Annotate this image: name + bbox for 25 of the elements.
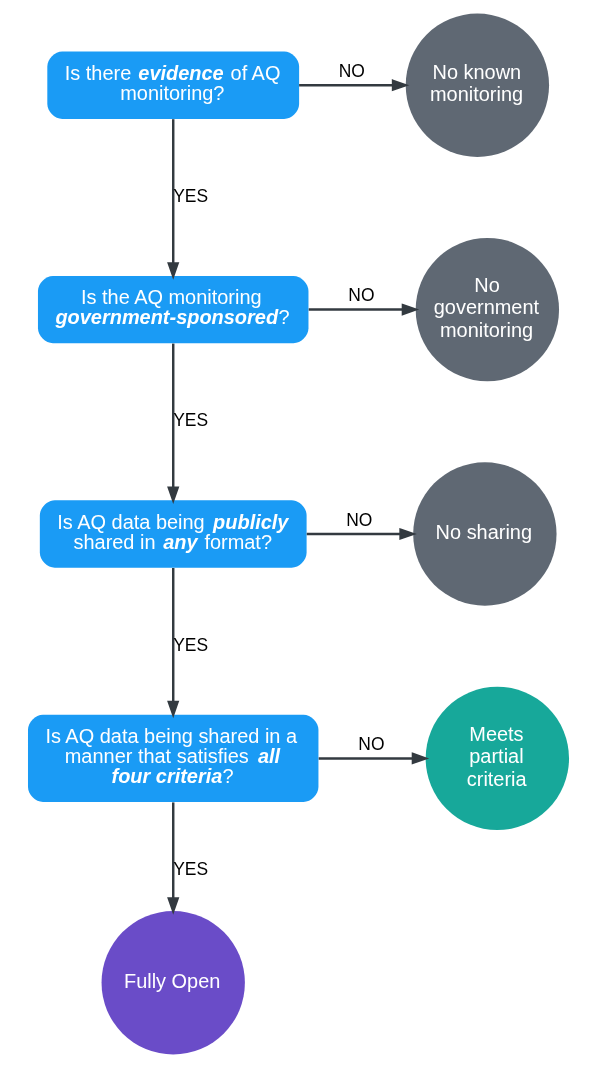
edge-label: NO bbox=[348, 285, 375, 306]
edge-label: YES bbox=[173, 634, 209, 655]
arrow bbox=[299, 79, 410, 92]
arrow bbox=[306, 527, 417, 541]
node-circle: Meets partial criteria bbox=[425, 686, 569, 831]
node-box: Is AQ data being shared in a manner that satisfies all four criteria? bbox=[28, 714, 319, 802]
arrow bbox=[318, 752, 430, 765]
arrow bbox=[167, 343, 180, 504]
edge-label: NO bbox=[358, 733, 385, 754]
edge-label: NO bbox=[346, 509, 373, 530]
edge-label: YES bbox=[173, 186, 209, 207]
node-circle: No government monitoring bbox=[415, 237, 560, 382]
node-box: Is there evidence of AQ monitoring? bbox=[47, 51, 300, 119]
arrow bbox=[167, 568, 180, 719]
node-box: Is the AQ monitoring government-sponsored? bbox=[37, 275, 309, 344]
node-box: Is AQ data being publicly shared in any format? bbox=[39, 500, 307, 568]
edge-label: YES bbox=[173, 410, 209, 431]
edge-label: NO bbox=[338, 60, 365, 81]
arrow bbox=[167, 119, 180, 280]
node-circle: Fully Open bbox=[101, 911, 245, 1055]
edge-label: YES bbox=[173, 859, 209, 880]
arrow bbox=[167, 802, 180, 915]
node-circle: No sharing bbox=[413, 462, 557, 606]
node-circle: No known monitoring bbox=[405, 13, 550, 157]
arrow bbox=[308, 303, 420, 316]
